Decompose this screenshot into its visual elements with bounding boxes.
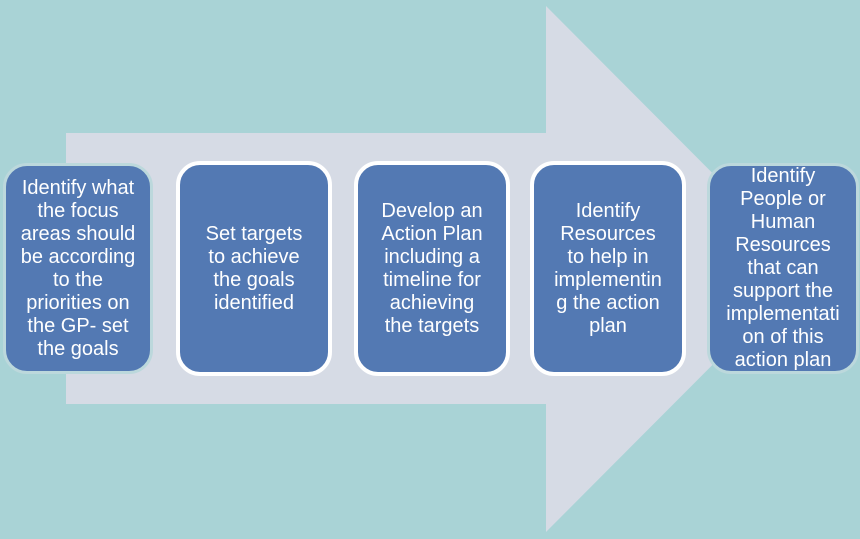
step-5-box: Identify People or Human Resources that … xyxy=(707,163,859,374)
step-1-label: Identify what the focus areas should be … xyxy=(20,176,136,360)
step-2-label: Set targets to achieve the goals identif… xyxy=(205,222,303,314)
step-4-label: Identify Resources to help in implementi… xyxy=(554,199,662,337)
step-2-box: Set targets to achieve the goals identif… xyxy=(176,161,332,376)
step-5-label: Identify People or Human Resources that … xyxy=(726,165,840,371)
step-4-box: Identify Resources to help in implementi… xyxy=(530,161,686,376)
step-3-box: Develop an Action Plan including a timel… xyxy=(354,161,510,376)
step-1-box: Identify what the focus areas should be … xyxy=(3,163,153,374)
step-3-label: Develop an Action Plan including a timel… xyxy=(381,199,483,337)
